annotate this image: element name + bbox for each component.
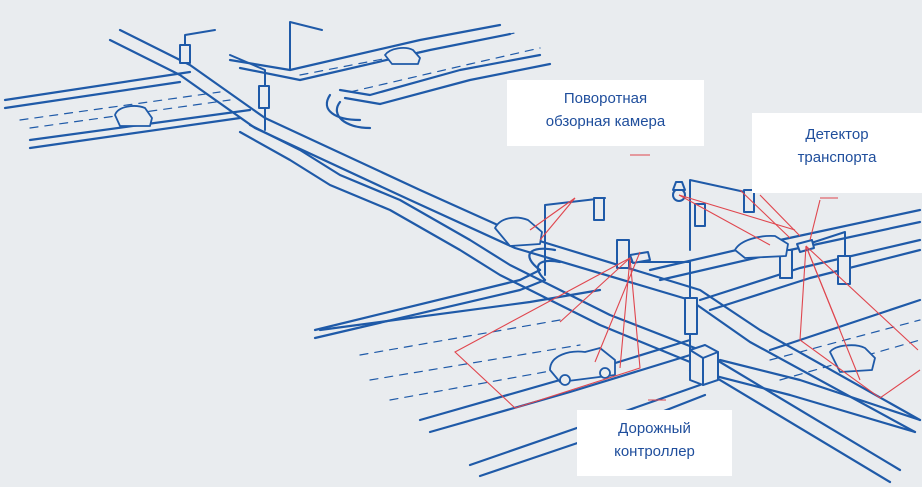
north-road [228,23,552,130]
ptz-camera-icon [672,181,686,202]
vehicle-detector-label-line1: Детектор [805,126,869,143]
road-controller-label: Дорожный контроллер [577,410,732,476]
vehicles [114,47,876,386]
vehicle-detector-label: Детектор транспорта [752,113,922,193]
south-road-lanes [359,319,601,401]
ptz-camera-label-line1: Поворотная [563,90,648,107]
east-road-lanes [769,319,921,381]
east-road [698,298,922,434]
road-controller-label-line1: Дорожный [618,420,691,437]
ptz-camera-label: Поворотная обзорная камера [507,80,704,146]
vehicle-detector-label-line2: транспорта [797,149,877,166]
road-controller-cabinet [689,344,719,386]
road-controller-label-line2: контроллер [614,443,695,460]
main-road [108,28,922,484]
traffic-signals [179,21,851,351]
north-road-lanes [299,31,541,93]
detection-zones [454,154,921,409]
ptz-camera-label-line2: обзорная камера [545,113,666,130]
west-road-lanes [19,91,231,129]
